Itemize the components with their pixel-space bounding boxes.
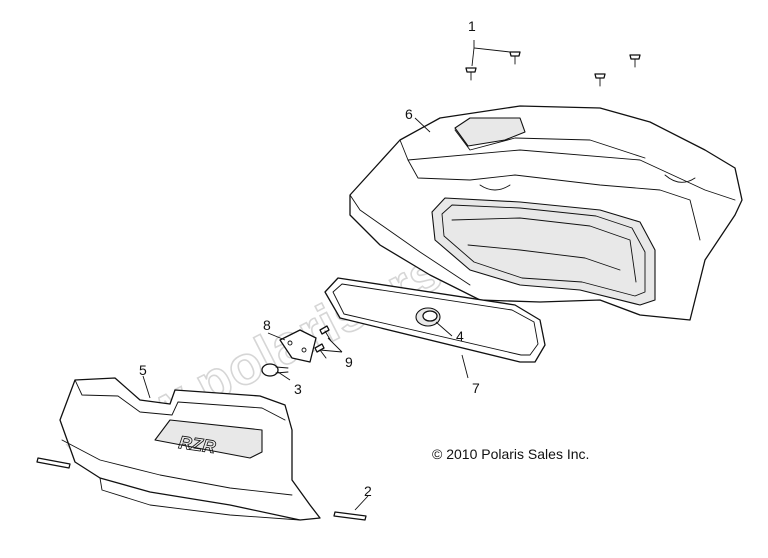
hinge-pins — [36, 457, 367, 521]
copyright-text: © 2010 Polaris Sales Inc. — [432, 446, 589, 462]
pivot-pin — [261, 363, 289, 377]
latch-plate — [279, 329, 317, 363]
callout-6: 6 — [405, 106, 413, 122]
callout-8: 8 — [263, 317, 271, 333]
callout-1: 1 — [468, 18, 476, 34]
callout-2: 2 — [364, 483, 372, 499]
callout-4: 4 — [456, 328, 464, 344]
callout-numbers: 1 2 3 4 5 6 7 8 9 — [139, 18, 480, 499]
callout-9: 9 — [345, 354, 353, 370]
leader-lines — [142, 40, 511, 511]
latch-button — [415, 307, 441, 327]
glove-box-housing — [349, 105, 743, 321]
glove-box-door: RZR — [59, 377, 321, 521]
housing-screws — [465, 51, 641, 87]
latch-screws — [314, 325, 332, 359]
callout-7: 7 — [472, 380, 480, 396]
callout-3: 3 — [294, 381, 302, 397]
callout-5: 5 — [139, 362, 147, 378]
